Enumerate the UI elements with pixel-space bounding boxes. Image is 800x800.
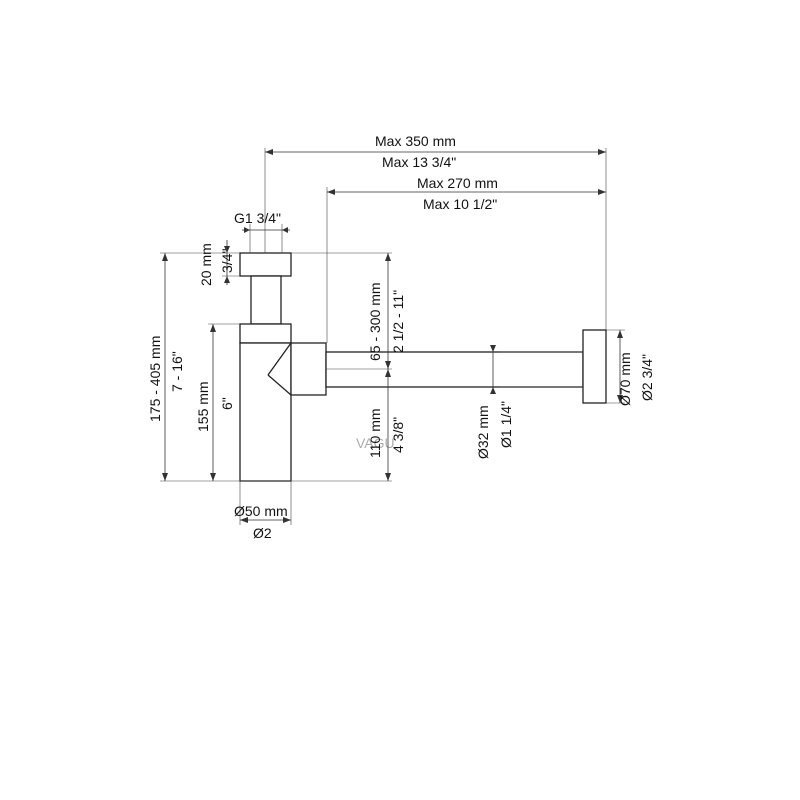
label-body-diameter-mm: Ø50 mm <box>234 503 288 519</box>
outlet-connector <box>290 342 327 396</box>
label-body-diameter-in: Ø2 <box>253 525 272 541</box>
top-cap <box>239 252 292 277</box>
label-outlet-height-mm: 110 mm <box>367 408 383 458</box>
label-adjust-range-in: 2 1/2 - 11" <box>390 290 406 353</box>
trap-outline <box>239 252 607 482</box>
label-flange-diameter-in: Ø2 3/4" <box>639 354 655 401</box>
label-pipe-diameter-in: Ø1 1/4" <box>498 401 514 448</box>
label-max-width-mm: Max 350 mm <box>375 133 456 149</box>
label-body-height-in: 6" <box>219 397 235 410</box>
dimension-labels: Max 350 mm Max 13 3/4" Max 270 mm Max 10… <box>147 133 655 541</box>
label-thread: G1 3/4" <box>234 210 281 226</box>
watermark-text: VAGU <box>356 435 395 451</box>
watermark: VAGU <box>356 435 395 451</box>
label-top-cap-mm: 20 mm <box>198 243 214 286</box>
collar <box>239 323 292 344</box>
label-total-height-mm: 175 - 405 mm <box>147 336 163 422</box>
internal-divider <box>267 342 292 396</box>
label-body-height-mm: 155 mm <box>195 381 211 432</box>
label-adjust-range-mm: 65 - 300 mm <box>367 282 383 361</box>
label-total-height-in: 7 - 16" <box>169 351 185 392</box>
dimension-lines <box>162 149 623 523</box>
tail-pipe <box>250 275 282 325</box>
label-max-width-in: Max 13 3/4" <box>382 154 456 170</box>
label-flange-diameter-mm: Ø70 mm <box>617 352 633 406</box>
label-top-cap-in: 3/4" <box>219 249 235 273</box>
wall-flange <box>582 329 607 404</box>
label-pipe-diameter-mm: Ø32 mm <box>475 405 491 459</box>
horizontal-pipe <box>325 351 584 388</box>
label-wall-reach-mm: Max 270 mm <box>417 175 498 191</box>
extension-lines <box>160 148 625 525</box>
label-wall-reach-in: Max 10 1/2" <box>423 196 497 212</box>
label-outlet-height-in: 4 3/8" <box>390 417 406 453</box>
trap-body <box>239 342 292 482</box>
